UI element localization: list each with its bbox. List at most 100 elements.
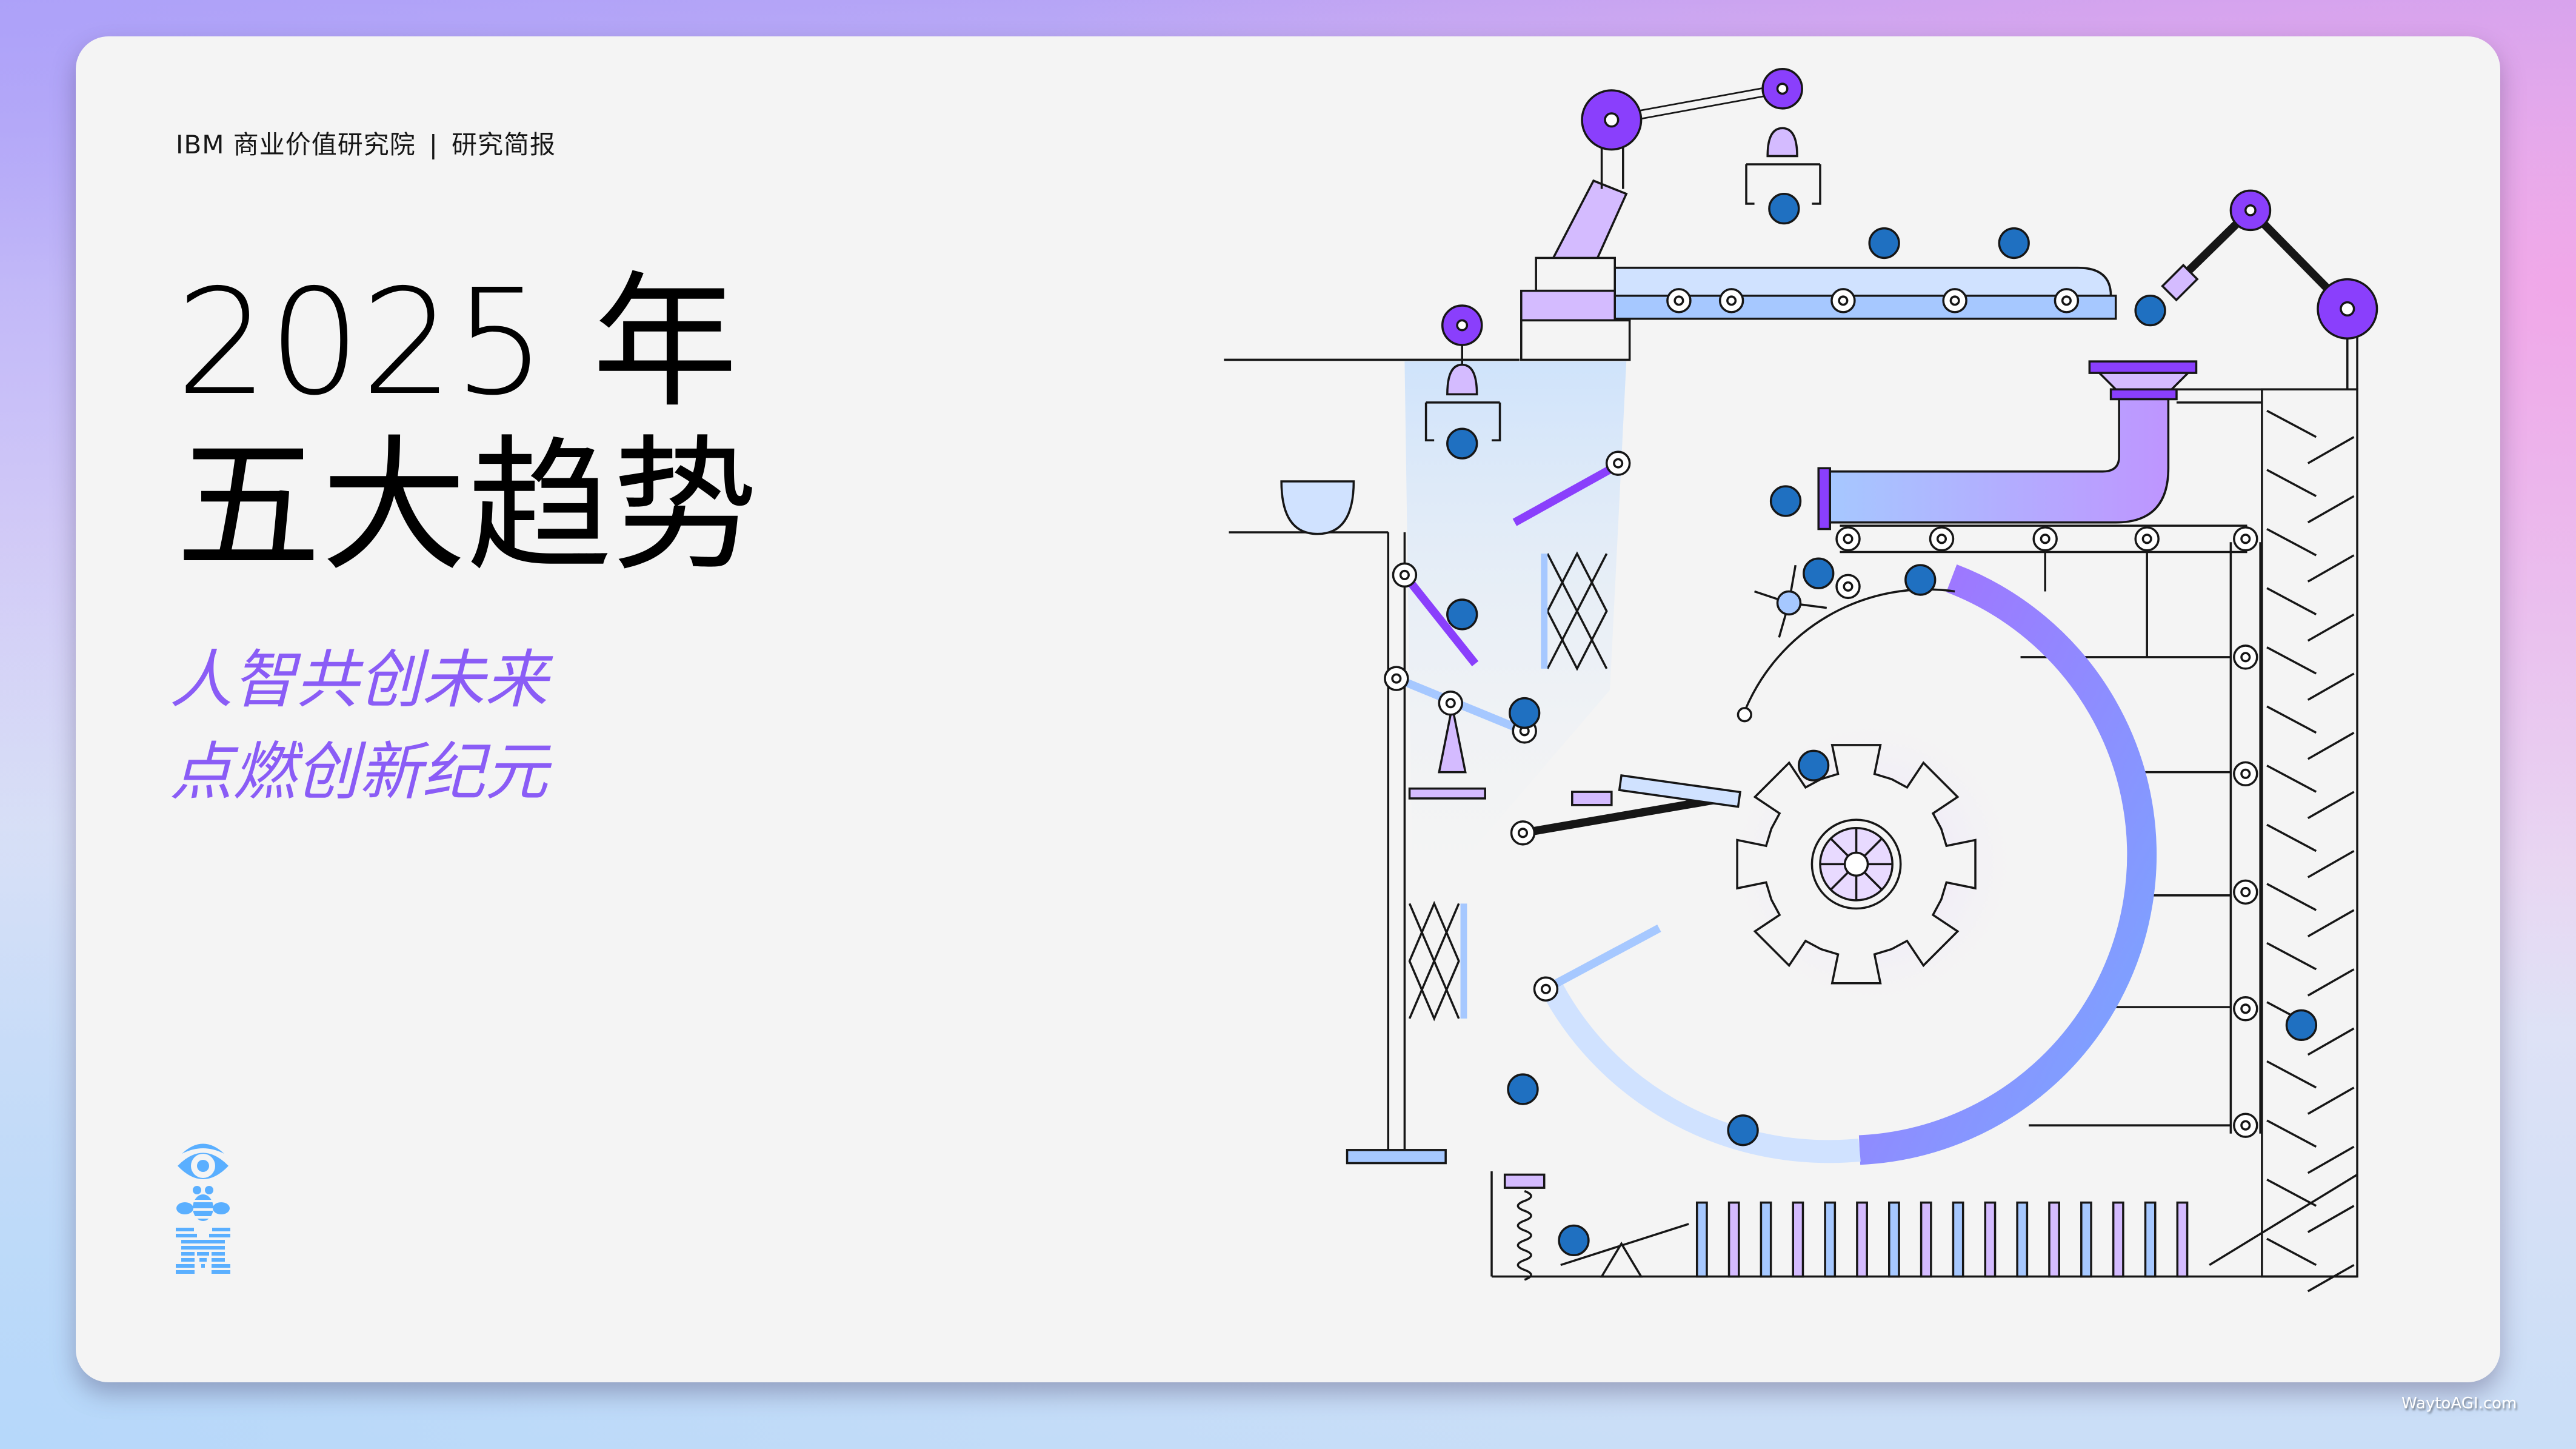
ball xyxy=(1768,192,1800,225)
frame-strut xyxy=(2307,1027,2355,1056)
grate-bar xyxy=(2048,1201,2060,1278)
roller-hub xyxy=(1613,458,1624,469)
hopper-top xyxy=(1535,256,1617,292)
header-org: IBM 商业价值研究院 xyxy=(176,130,416,159)
frame-strut xyxy=(2266,705,2317,734)
roller-hub xyxy=(2240,886,2251,897)
ball xyxy=(2134,294,2166,327)
frame-strut xyxy=(2266,942,2317,971)
ibm-logo xyxy=(176,1143,230,1274)
grate-bar xyxy=(2112,1201,2124,1278)
roller-hub xyxy=(1517,828,1529,838)
frame-strut xyxy=(2266,1060,2317,1089)
grate-bar xyxy=(2144,1201,2157,1278)
conveyor xyxy=(1613,266,2112,297)
roller-hub xyxy=(2240,1003,2251,1014)
logo-m xyxy=(176,1228,230,1274)
logo-pupil xyxy=(197,1160,209,1172)
frame-strut xyxy=(2266,883,2317,911)
ball xyxy=(1797,749,1830,781)
ball xyxy=(1507,1073,1539,1105)
ball xyxy=(1446,598,1478,631)
frame-strut xyxy=(2266,1119,2317,1148)
coil-spring xyxy=(1517,1190,1532,1281)
frame-strut xyxy=(2266,1237,2317,1267)
roller-hub xyxy=(1445,698,1456,709)
grate-bar xyxy=(2080,1201,2092,1278)
spiral-ramp-lower xyxy=(1542,983,1861,1163)
roller-hub xyxy=(1673,295,1684,306)
frame-strut xyxy=(2307,495,2355,524)
roller-hub xyxy=(1843,534,1854,544)
funnel xyxy=(2088,360,2198,374)
roller-hub xyxy=(2141,534,2152,544)
frame-strut xyxy=(2307,968,2355,997)
frame-strut xyxy=(2307,1086,2355,1115)
grate-bar xyxy=(1888,1201,1900,1278)
haze xyxy=(1404,361,1627,920)
roller-hub xyxy=(1843,581,1854,592)
spring xyxy=(1546,551,1608,671)
title-line-2: 五大趋势 xyxy=(176,421,758,591)
page-title: 2025 年 五大趋势 xyxy=(176,261,758,588)
frame-strut xyxy=(2307,1145,2355,1174)
grate-bar xyxy=(1824,1201,1837,1278)
frame-strut xyxy=(2266,469,2317,497)
frame-strut xyxy=(2266,823,2317,852)
fan xyxy=(1754,564,1827,638)
grate-bar xyxy=(2176,1201,2189,1278)
frame-strut xyxy=(2307,436,2355,464)
roller-hub xyxy=(1936,534,1947,544)
ball xyxy=(1446,427,1478,460)
roller-hub xyxy=(2240,534,2251,544)
right-frame xyxy=(2261,388,2358,1278)
subtitle-line-2: 点燃创新纪元 xyxy=(170,735,549,809)
watermark: WaytoAGI.com xyxy=(2401,1394,2517,1413)
header-doc-type: 研究简报 xyxy=(451,130,556,159)
ball xyxy=(1509,697,1541,729)
ball xyxy=(1803,557,1835,589)
roller-hub xyxy=(2040,534,2050,544)
frame-strut xyxy=(2307,909,2355,938)
ball xyxy=(1769,485,1802,517)
frame-strut xyxy=(2266,409,2317,438)
ball xyxy=(1904,564,1937,596)
header-separator: | xyxy=(429,130,438,159)
logo-eye-brow xyxy=(182,1143,224,1154)
header: IBM 商业价值研究院 | 研究简报 xyxy=(176,124,556,161)
frame-strut xyxy=(2307,1205,2355,1233)
roller-hub xyxy=(1838,295,1849,306)
frame-strut xyxy=(2266,1179,2317,1207)
frame-strut xyxy=(2307,732,2355,760)
frame-strut xyxy=(2307,1263,2355,1293)
bowl xyxy=(1280,480,1355,535)
roller-hub xyxy=(1949,295,1960,306)
spring xyxy=(1408,900,1460,1022)
base-plate xyxy=(1346,1149,1447,1165)
ball xyxy=(1998,227,2030,259)
robot-arm-left xyxy=(1550,179,1628,261)
frame-strut xyxy=(2307,613,2355,642)
grate-bar xyxy=(1920,1201,1932,1278)
grate-bar xyxy=(1984,1201,1997,1278)
roller-hub xyxy=(2061,295,2072,306)
grate-bar xyxy=(1695,1201,1708,1278)
grate-bar xyxy=(1952,1201,1964,1278)
frame-strut xyxy=(2266,765,2317,793)
grate-bar xyxy=(1792,1201,1804,1278)
roller-hub xyxy=(1540,983,1551,994)
spiral-ramp xyxy=(1858,564,2157,1165)
subtitle: 人智共创未来 点燃创新纪元 xyxy=(170,634,548,818)
roller-hub xyxy=(1726,295,1737,306)
grate-bar xyxy=(1856,1201,1868,1278)
frame-strut xyxy=(2266,587,2317,616)
ball xyxy=(1868,227,1900,259)
roller-hub xyxy=(1399,569,1410,580)
ball xyxy=(2285,1009,2318,1042)
ball xyxy=(1727,1114,1759,1146)
frame-strut xyxy=(2307,672,2355,701)
frame-strut xyxy=(2307,554,2355,583)
pipe xyxy=(1826,398,2170,524)
grate-bar xyxy=(1760,1201,1772,1278)
ball xyxy=(1558,1224,1590,1257)
